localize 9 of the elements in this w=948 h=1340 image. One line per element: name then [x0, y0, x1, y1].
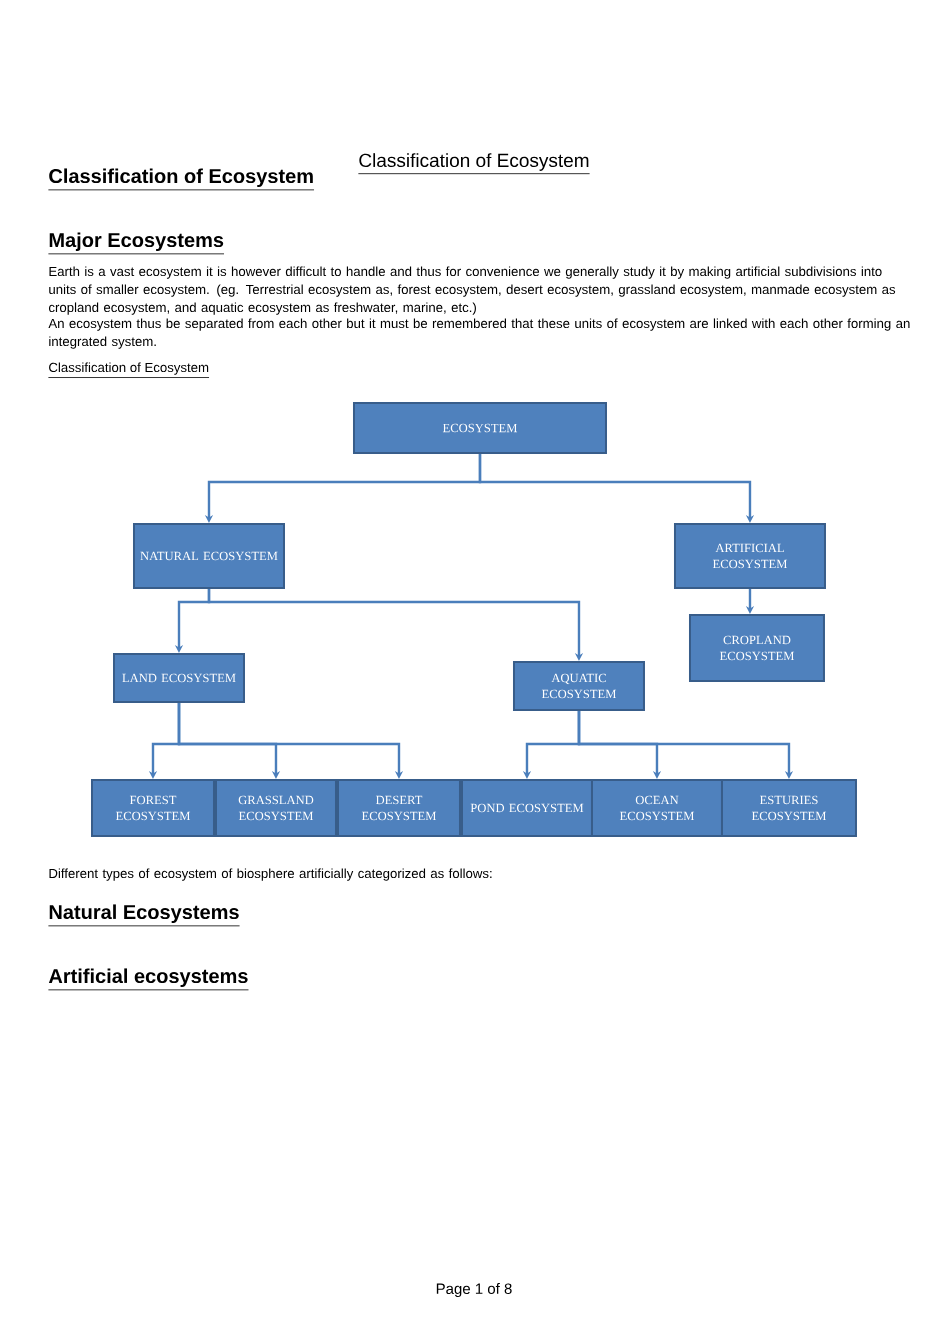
connector-arrow: [177, 703, 404, 779]
connector-arrow: [207, 589, 584, 661]
section-heading: Natural Ecosystems: [48, 904, 240, 927]
section-heading: Major Ecosystems: [48, 232, 225, 255]
page-title: Classification of Ecosystem: [357, 153, 590, 175]
section-heading: Artificial ecosystems: [48, 968, 249, 991]
connector-arrow: [478, 454, 755, 523]
section-heading: Classification of Ecosystem: [48, 168, 315, 191]
connector-arrow: [577, 711, 794, 779]
